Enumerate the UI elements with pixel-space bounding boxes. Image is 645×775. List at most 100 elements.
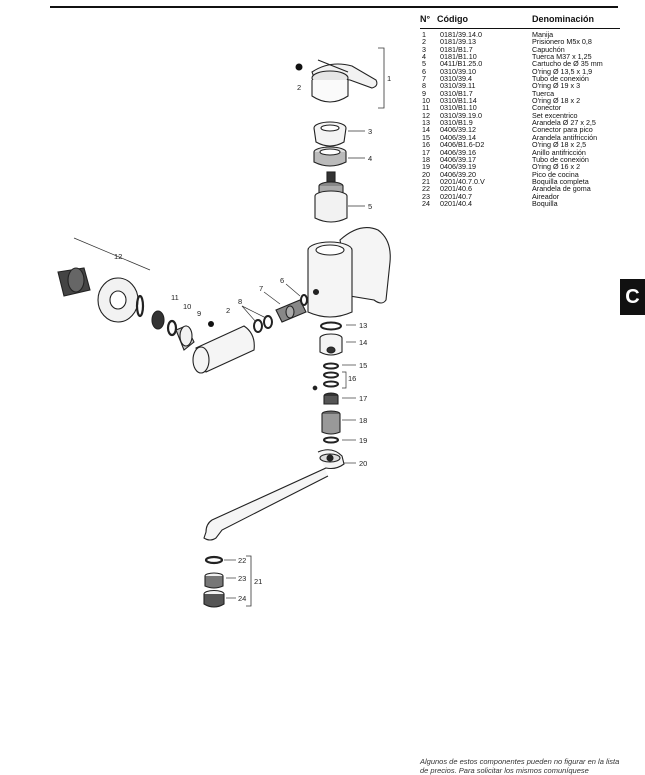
- row-number: 5: [422, 59, 426, 69]
- row-number: 4: [422, 52, 426, 62]
- nut-part: [313, 146, 347, 167]
- callout-11: 11: [171, 293, 179, 302]
- callout-1: 1: [387, 74, 391, 83]
- row-name: Arandela antifricción: [532, 132, 598, 142]
- row-code: 0310/B1.14: [440, 96, 477, 106]
- row-name: Aireador: [532, 191, 560, 201]
- row-code: 0181/B1.7: [440, 44, 473, 54]
- row-number: 7: [422, 74, 426, 84]
- row-code: 0406/39.12: [440, 125, 476, 135]
- row-number: 24: [422, 198, 430, 208]
- callout-4: 4: [368, 154, 372, 163]
- row-code: 0181/B1.10: [440, 52, 477, 62]
- callout-22: 22: [238, 556, 246, 565]
- callout-12: 12: [114, 252, 122, 261]
- callout-8: 8: [238, 297, 242, 306]
- row-name: Conector para pico: [532, 125, 593, 135]
- row-name: O'ring Ø 18 x 2,5: [532, 140, 587, 150]
- row-code: 0201/40.6: [440, 184, 472, 194]
- callout-14: 14: [359, 338, 367, 347]
- row-code: 0310/B1.7: [440, 88, 473, 98]
- row-number: 15: [422, 132, 430, 142]
- row-number: 20: [422, 169, 430, 179]
- callout-7: 7: [259, 284, 263, 293]
- cartridge-part: [314, 171, 348, 223]
- row-code: 0406/39.17: [440, 154, 476, 164]
- header-name: Denominación: [532, 14, 595, 24]
- row-name: Conector: [532, 103, 562, 113]
- row-name: Arandela de goma: [532, 184, 591, 194]
- row-code: 0310/39.19.0: [440, 110, 482, 120]
- cap-part: [313, 121, 347, 147]
- row-code: 0406/39.14: [440, 132, 476, 142]
- callout-3: 3: [368, 127, 372, 136]
- row-name: Cartucho de Ø 35 mm: [532, 59, 603, 69]
- row-number: 19: [422, 162, 430, 172]
- row-number: 23: [422, 191, 430, 201]
- header-code: Código: [437, 14, 468, 24]
- callout-16: 16: [348, 374, 356, 383]
- leader-12: [73, 237, 151, 271]
- callout-15: 15: [359, 361, 367, 370]
- row-code: 0201/40.7.0.V: [440, 176, 485, 186]
- row-code: 0181/39.14.0: [440, 30, 482, 39]
- row-name: Tubo de conexión: [532, 74, 589, 84]
- callout-18: 18: [359, 416, 367, 425]
- table-header: N° Código Denominación: [420, 14, 620, 29]
- row-number: 12: [422, 110, 430, 120]
- table-row: 19 0406/39.19 O'ring Ø 16 x 2: [420, 162, 620, 172]
- row-name: O'ring Ø 13,5 x 1,9: [532, 66, 593, 76]
- row-code: 0406/39.19: [440, 162, 476, 172]
- row-name: Boquilla: [532, 198, 558, 208]
- aerator-parts: [203, 555, 225, 608]
- callout-13: 13: [359, 321, 367, 330]
- row-number: 2: [422, 37, 426, 47]
- row-code: 0411/B1.25.0: [440, 59, 483, 69]
- row-name: O'ring Ø 16 x 2: [532, 162, 581, 172]
- table-row: 5 0411/B1.25.0 Cartucho de Ø 35 mm: [420, 59, 620, 69]
- bracket-1: [378, 47, 385, 109]
- callout-2: 2: [297, 83, 301, 92]
- row-code: 0406/39.20: [440, 169, 476, 179]
- row-name: Manija: [532, 30, 554, 39]
- table-row: 4 0181/B1.10 Tuerca M37 x 1,25: [420, 52, 620, 62]
- callout-2-left: 2: [226, 306, 230, 315]
- row-number: 18: [422, 154, 430, 164]
- table-row: 18 0406/39.17 Tubo de conexión: [420, 154, 620, 164]
- row-code: 0310/B1.10: [440, 103, 477, 113]
- row-name: Set excentrico: [532, 110, 578, 120]
- handle-part: [311, 59, 378, 103]
- table-row: 15 0406/39.14 Arandela antifricción: [420, 132, 620, 142]
- callout-labels: 1 2 3 4 5 6 7 8 9 10 11 12 13 14 15 16 1…: [114, 74, 391, 603]
- callout-20: 20: [359, 459, 367, 468]
- callout-19: 19: [359, 436, 367, 445]
- row-name: Capuchón: [532, 44, 565, 54]
- screw-2-left: [208, 321, 214, 327]
- callout-10: 10: [183, 302, 191, 311]
- row-name: O'ring Ø 19 x 3: [532, 81, 581, 91]
- row-number: 8: [422, 81, 426, 91]
- row-name: Tuerca M37 x 1,25: [532, 52, 592, 62]
- callout-9: 9: [197, 309, 201, 318]
- row-name: Tubo de conexión: [532, 154, 589, 164]
- row-number: 21: [422, 176, 430, 186]
- bracket-21: [246, 555, 252, 607]
- row-code: 0310/39.4: [440, 74, 472, 84]
- callout-23: 23: [238, 574, 246, 583]
- row-name: Pico de cocina: [532, 169, 579, 179]
- row-name: Prisionero M5x 0,8: [532, 37, 592, 47]
- row-name: Anillo antifricción: [532, 147, 586, 157]
- footnote: Algunos de estos componentes pueden no f…: [420, 757, 620, 775]
- row-name: Arandela Ø 27 x 2,5: [532, 118, 596, 128]
